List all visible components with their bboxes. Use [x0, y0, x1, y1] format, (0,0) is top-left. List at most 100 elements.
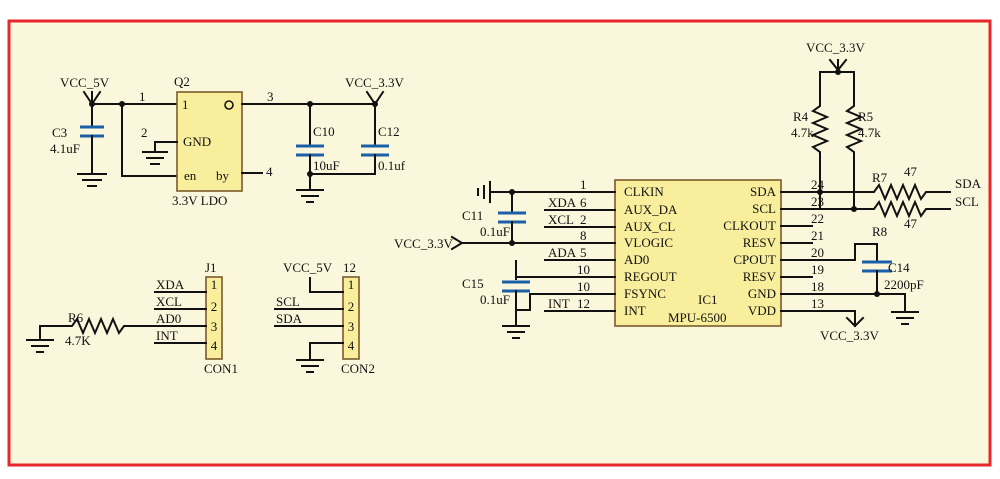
mpu-pin-fsync: FSYNC: [624, 286, 666, 301]
con2-pin-2: 2: [348, 299, 355, 314]
con1-net-ad0: AD0: [156, 311, 181, 326]
vcc-3v3-label-ldo: VCC_3.3V: [345, 75, 404, 90]
r6-value: 4.7K: [65, 333, 91, 348]
ldo-pin-label-gnd: GND: [183, 134, 211, 149]
mpu-pin-cpout: CPOUT: [733, 252, 776, 267]
junction-dot: [874, 291, 880, 297]
r7-ref: R7: [872, 170, 888, 185]
mpu-net-xda: XDA: [548, 195, 577, 210]
mpu-pin-aux-da: AUX_DA: [624, 202, 678, 217]
mpu-pin-vdd: VDD: [748, 303, 776, 318]
scl-output-label: SCL: [955, 194, 979, 209]
mpu-pin-vlogic: VLOGIC: [624, 235, 673, 250]
mpu-pin-num-19: 19: [811, 262, 824, 277]
mpu-pin-clkin: CLKIN: [624, 184, 664, 199]
mpu-pin-num-10b: 10: [577, 279, 590, 294]
r8-resistor: [866, 199, 950, 219]
junction-dot: [835, 69, 841, 75]
con2-pin-3: 3: [348, 319, 355, 334]
r5-resistor: [844, 72, 864, 209]
mpu-pin-regout: REGOUT: [624, 269, 677, 284]
pullup-vcc-label: VCC_3.3V: [806, 40, 865, 55]
mpu-pin-num-23: 23: [811, 194, 824, 209]
con1-net-int: INT: [156, 328, 178, 343]
ldo-pin4-num: 4: [266, 164, 273, 179]
ldo-pin-label-en: en: [184, 168, 197, 183]
con2-ref: 12: [343, 260, 356, 275]
con1-pin-3: 3: [211, 319, 218, 334]
mpu-pin-num-21: 21: [811, 228, 824, 243]
mpu-pin-num-22: 22: [811, 211, 824, 226]
con1-pin-4: 4: [211, 338, 218, 353]
con2-net-scl: SCL: [276, 294, 300, 309]
mpu-6500-chip: [614, 179, 782, 327]
sda-output-label: SDA: [955, 176, 982, 191]
ground-symbol: [26, 339, 54, 353]
mpu-net-xcl: XCL: [548, 212, 574, 227]
mpu-pin-num-20: 20: [811, 245, 824, 260]
ground-symbol: [502, 325, 530, 339]
con2-vcc-label: VCC_5V: [283, 260, 333, 275]
c3-ref: C3: [52, 125, 67, 140]
power-arrow: [845, 316, 865, 328]
con1-net-xda: XDA: [156, 277, 185, 292]
con1-name: CON1: [204, 361, 238, 376]
mpu-left-pins: 1 6 2 8 5 10 10 12 XDA XCL ADA INT CLKIN…: [461, 177, 678, 318]
r7-value: 47: [904, 164, 918, 179]
con2-pin-4: 4: [348, 338, 355, 353]
r4-resistor: [810, 72, 830, 209]
con1-section: J1 XDA XCL AD0 INT 1 2 3 4 CON1 R6 4.7K: [26, 260, 238, 376]
ldo-pin3-num: 3: [267, 89, 274, 104]
c12-value: 0.1uf: [378, 158, 406, 173]
con2-section: VCC_5V 12 SCL SDA 1 2 3 4 CON2: [274, 260, 375, 376]
r8-ref: R8: [872, 224, 887, 239]
con1-pin-2: 2: [211, 299, 218, 314]
power-arrow: [450, 235, 464, 251]
mpu-name: MPU-6500: [668, 310, 727, 325]
j1-ref: J1: [205, 260, 217, 275]
ldo-pin-label-1: 1: [182, 97, 189, 112]
con2-net-sda: SDA: [276, 311, 303, 326]
mpu-pin-resv: RESV: [743, 235, 777, 250]
con1-connector: [205, 276, 223, 360]
c10-value: 10uF: [313, 158, 340, 173]
r6-resistor: [40, 316, 130, 336]
c3-value: 4.1uF: [50, 141, 80, 156]
mpu-pin-num-18: 18: [811, 279, 824, 294]
ldo-pin2-num: 2: [141, 125, 148, 140]
ground-symbol: [296, 359, 324, 373]
mpu-pin-gnd: GND: [748, 286, 776, 301]
mpu-ref: IC1: [698, 292, 718, 307]
mpu-pin-clkout: CLKOUT: [723, 218, 776, 233]
ground-symbol: [296, 189, 324, 203]
mpu-pin-num-1: 1: [580, 177, 587, 192]
ground-symbol: [142, 151, 168, 165]
con1-pin-1: 1: [211, 277, 218, 292]
mpu-pin-sda: SDA: [750, 184, 777, 199]
r4-ref: R4: [793, 109, 809, 124]
mpu-pin-num-6: 6: [580, 195, 587, 210]
c15-value: 0.1uF: [480, 292, 510, 307]
r5-ref: R5: [858, 109, 873, 124]
c14-value: 2200pF: [884, 277, 924, 292]
r8-value: 47: [904, 216, 918, 231]
mpu-pin-aux-cl: AUX_CL: [624, 219, 675, 234]
mpu-net-ada: ADA: [548, 245, 577, 260]
mpu-pin-num-24: 24: [811, 177, 825, 192]
con2-name: CON2: [341, 361, 375, 376]
c11-ref: C11: [462, 208, 483, 223]
mpu-pin-num-2: 2: [580, 212, 587, 227]
ldo-pin1-marker: [224, 100, 234, 110]
mpu-pin-num-12: 12: [577, 296, 590, 311]
ldo-pin-label-by: by: [216, 168, 230, 183]
vlogic-net-label: VCC_3.3V: [394, 236, 453, 251]
c11-value: 0.1uF: [480, 224, 510, 239]
mpu-pin-num-10a: 10: [577, 262, 590, 277]
mpu-pin-resv2: RESV: [743, 269, 777, 284]
c15-ref: C15: [462, 276, 484, 291]
mpu-pin-ad0: AD0: [624, 252, 649, 267]
r7-resistor: [866, 182, 950, 202]
ldo-section: VCC_5V C3 4.1uF 1 Q2 1 GND en by 3.3V LD…: [50, 74, 406, 208]
vcc-5v-label: VCC_5V: [60, 75, 110, 90]
